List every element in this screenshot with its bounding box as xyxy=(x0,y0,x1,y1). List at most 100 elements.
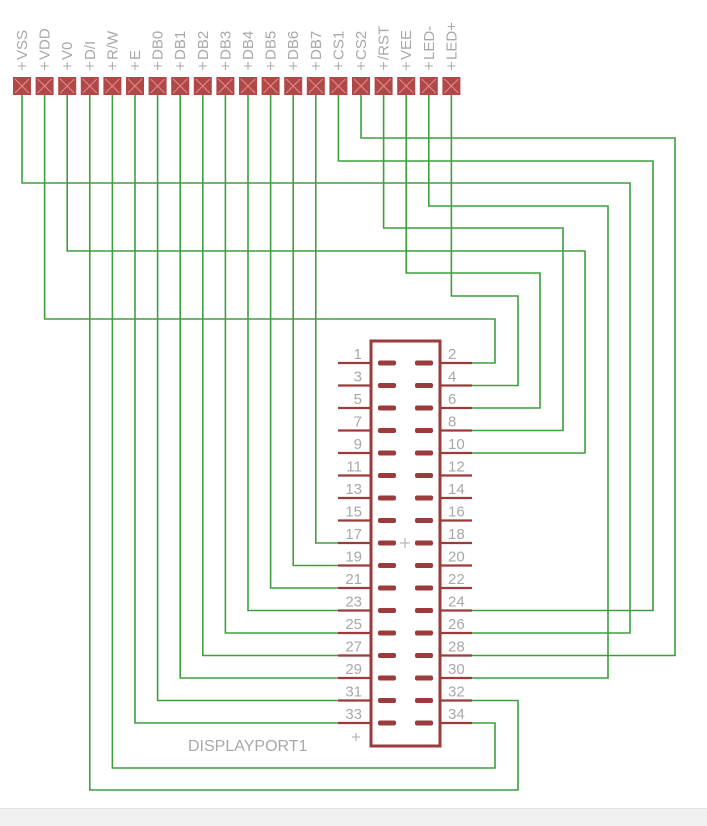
lcd-pin-led-[interactable]: LED+ xyxy=(442,22,461,95)
wire-r-w-to-pin-34[interactable] xyxy=(111,95,496,769)
header-pin-30[interactable]: 30 xyxy=(415,661,472,681)
pad-x-mark xyxy=(398,78,414,94)
header-pin-1[interactable]: 1 xyxy=(338,346,396,366)
header-pin-10[interactable]: 10 xyxy=(415,436,472,456)
pad-x-mark xyxy=(14,78,30,94)
part-origin-cross xyxy=(352,733,360,741)
pin-contact xyxy=(378,428,396,433)
header-pin-32[interactable]: 32 xyxy=(415,684,472,704)
header-pin-number: 13 xyxy=(345,481,362,498)
lcd-pin-db0[interactable]: DB0 xyxy=(148,31,167,95)
header-pin-27[interactable]: 27 xyxy=(338,639,396,659)
header-pin-33[interactable]: 33 xyxy=(338,706,396,726)
lcd-pin-cs2[interactable]: CS2 xyxy=(352,31,370,95)
header-pin-2[interactable]: 2 xyxy=(415,346,472,366)
lcd-pin-label: LED+ xyxy=(443,22,460,60)
lcd-pin-vss[interactable]: VSS xyxy=(13,30,31,95)
lcd-pin-db6[interactable]: DB6 xyxy=(284,31,303,95)
status-bar xyxy=(0,808,707,826)
header-pin-11[interactable]: 11 xyxy=(338,459,396,479)
header-pin-number: 8 xyxy=(448,414,456,431)
pin-contact xyxy=(415,563,433,568)
lcd-pin-r-w[interactable]: R/W xyxy=(103,30,122,95)
lcd-pin-db4[interactable]: DB4 xyxy=(239,31,257,95)
header-pin-25[interactable]: 25 xyxy=(338,616,396,636)
lcd-pin-d-i[interactable]: D/I xyxy=(80,41,99,95)
lcd-pin-db5[interactable]: DB5 xyxy=(261,31,280,95)
wire-led--to-pin-30[interactable] xyxy=(428,95,609,679)
header-pin-number: 27 xyxy=(345,639,362,656)
header-pin-16[interactable]: 16 xyxy=(415,504,472,524)
header-pin-17[interactable]: 17 xyxy=(338,526,396,546)
wire-cs1-to-pin-24[interactable] xyxy=(337,95,654,612)
wire-db5-to-pin-21[interactable] xyxy=(269,95,338,589)
pin-contact xyxy=(378,720,396,726)
lcd-pin-db2[interactable]: DB2 xyxy=(193,31,212,95)
header-pin-14[interactable]: 14 xyxy=(415,481,472,501)
wire-db6-to-pin-19[interactable] xyxy=(292,95,338,567)
lcd-pin-label: DB5 xyxy=(263,31,280,60)
header-pin-6[interactable]: 6 xyxy=(415,391,472,411)
header-pin-7[interactable]: 7 xyxy=(338,414,396,434)
header-pin-26[interactable]: 26 xyxy=(415,616,472,636)
header-pin-9[interactable]: 9 xyxy=(338,436,396,456)
pad-x-mark xyxy=(195,78,211,94)
pin-contact xyxy=(415,720,433,726)
header-pin-5[interactable]: 5 xyxy=(338,391,396,411)
header-pin-31[interactable]: 31 xyxy=(338,684,396,704)
lcd-pin-led-[interactable]: LED- xyxy=(419,26,438,95)
wire-e-to-pin-33[interactable] xyxy=(134,95,338,724)
lcd-pin-db7[interactable]: DB7 xyxy=(306,31,325,95)
lcd-pin-db3[interactable]: DB3 xyxy=(216,31,235,95)
header-pin-21[interactable]: 21 xyxy=(338,571,396,591)
wire-d-i-to-pin-32[interactable] xyxy=(89,95,519,791)
lcd-pin-label: V0 xyxy=(59,42,76,60)
lcd-pin-e[interactable]: E xyxy=(126,50,144,95)
header-pin-19[interactable]: 19 xyxy=(338,549,396,569)
header-pin-20[interactable]: 20 xyxy=(415,549,472,569)
pin-contact xyxy=(415,698,433,703)
header-pin-12[interactable]: 12 xyxy=(415,459,472,479)
wire-vss-to-pin-26[interactable] xyxy=(21,95,631,634)
wire-led--to-pin-4[interactable] xyxy=(450,95,519,387)
wire-db3-to-pin-25[interactable] xyxy=(224,95,338,634)
pin-contact xyxy=(415,360,433,366)
pad-x-mark xyxy=(127,78,143,94)
header-pin-number: 15 xyxy=(345,504,362,521)
pad-x-mark xyxy=(330,78,346,94)
lcd-pin-db1[interactable]: DB1 xyxy=(171,31,190,95)
header-pin-3[interactable]: 3 xyxy=(338,369,396,389)
lcd-pin-v0[interactable]: V0 xyxy=(58,42,77,95)
wire-db0-to-pin-31[interactable] xyxy=(156,95,338,702)
pad-x-mark xyxy=(104,78,120,94)
lcd-pin-label: R/W xyxy=(104,30,121,60)
header-pin-23[interactable]: 23 xyxy=(338,594,396,614)
lcd-pin-label: /RST xyxy=(376,26,393,60)
lcd-pin--rst[interactable]: /RST xyxy=(374,26,393,95)
header-pin-13[interactable]: 13 xyxy=(338,481,396,501)
header-pin-4[interactable]: 4 xyxy=(415,369,472,389)
header-pin-18[interactable]: 18 xyxy=(415,526,472,546)
wire-v0-to-pin-10[interactable] xyxy=(66,95,586,454)
wire-db2-to-pin-27[interactable] xyxy=(202,95,338,657)
header-pin-8[interactable]: 8 xyxy=(415,414,472,434)
wire-db4-to-pin-23[interactable] xyxy=(247,95,338,612)
header-pin-15[interactable]: 15 xyxy=(338,504,396,524)
wire-vee-to-pin-6[interactable] xyxy=(405,95,541,409)
header-pin-24[interactable]: 24 xyxy=(415,594,472,614)
wire-vdd-to-pin-2[interactable] xyxy=(43,95,496,364)
header-pin-34[interactable]: 34 xyxy=(415,706,472,726)
wire-db1-to-pin-29[interactable] xyxy=(179,95,338,679)
wire-db7-to-pin-17[interactable] xyxy=(315,95,338,544)
header-pin-number: 30 xyxy=(448,661,465,678)
lcd-pin-label: D/I xyxy=(82,41,99,60)
lcd-pin-cs1[interactable]: CS1 xyxy=(329,31,348,95)
lcd-pin-vee[interactable]: VEE xyxy=(397,30,416,95)
header-pin-28[interactable]: 28 xyxy=(415,639,472,659)
lcd-pin-vdd[interactable]: VDD xyxy=(35,28,54,95)
header-pin-29[interactable]: 29 xyxy=(338,661,396,681)
wire--rst-to-pin-8[interactable] xyxy=(382,95,564,432)
header-pin-22[interactable]: 22 xyxy=(415,571,472,591)
